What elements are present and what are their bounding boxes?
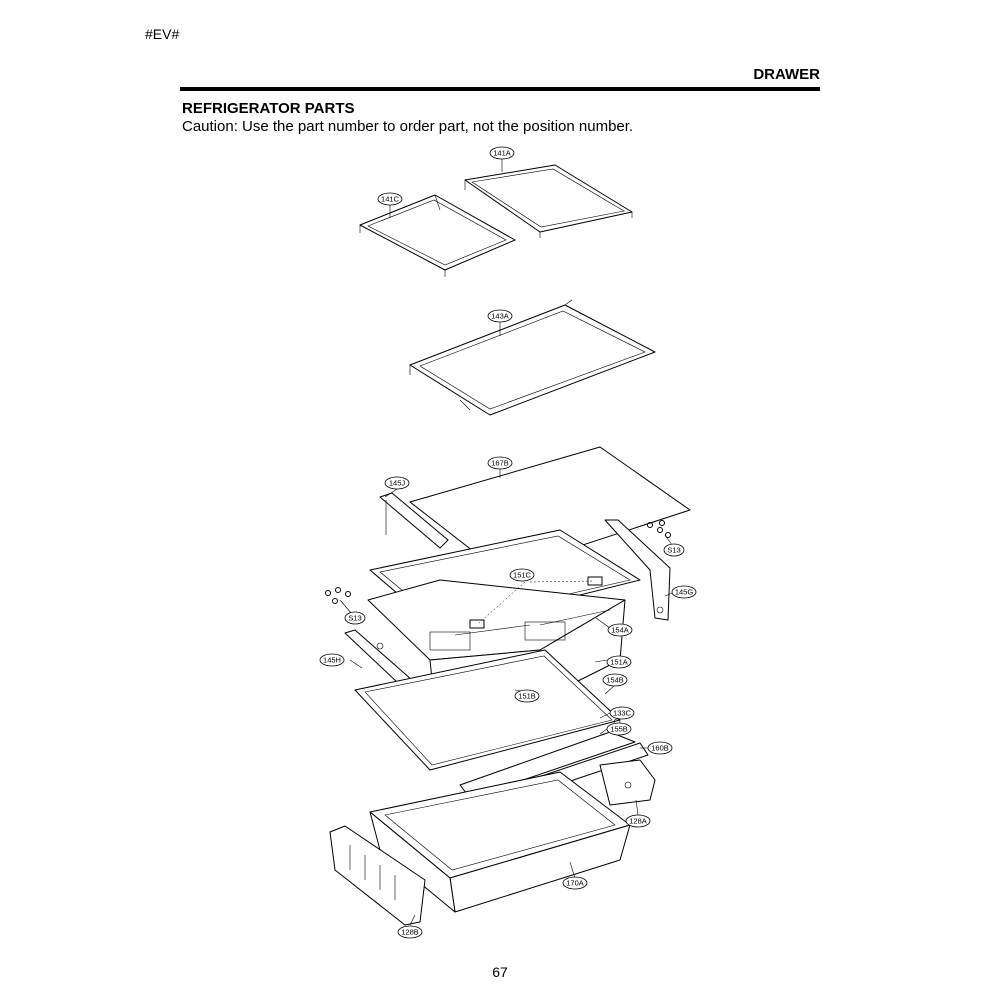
header-rule <box>180 87 820 91</box>
page-number: 67 <box>492 964 508 980</box>
rail-128a <box>599 759 656 806</box>
svg-text:145J: 145J <box>389 479 406 488</box>
svg-text:133C: 133C <box>613 709 632 718</box>
callout-167b: 167B <box>487 456 513 470</box>
callout-128b: 128B <box>397 925 423 939</box>
side-rail-145j <box>379 492 449 549</box>
svg-text:S13: S13 <box>348 614 361 623</box>
screws-s13-right <box>647 520 671 538</box>
svg-text:151B: 151B <box>518 692 536 701</box>
svg-text:143A: 143A <box>491 312 509 321</box>
callout-145j: 145J <box>384 476 410 490</box>
callout-128a: 128A <box>625 814 651 828</box>
side-rail-145g <box>604 519 671 621</box>
svg-text:170A: 170A <box>566 879 584 888</box>
callout-154a: 154A <box>607 623 633 637</box>
shelf-141c <box>359 194 516 277</box>
svg-text:141A: 141A <box>493 149 511 158</box>
leader-lines <box>339 159 676 926</box>
rail-128b <box>329 825 426 926</box>
callout-141a: 141A <box>489 146 515 160</box>
svg-text:S13: S13 <box>667 546 680 555</box>
crisper-control-151c <box>469 576 603 629</box>
svg-text:154A: 154A <box>611 626 629 635</box>
svg-text:141C: 141C <box>381 195 400 204</box>
page-heading: REFRIGERATOR PARTS <box>182 100 355 117</box>
callout-s13-left: S13 <box>344 611 366 625</box>
callout-155b: 155B <box>606 722 632 736</box>
callout-170a: 170A <box>562 876 588 890</box>
screws-s13-left <box>325 587 351 604</box>
callout-133c: 133C <box>609 706 635 720</box>
callout-151b: 151B <box>514 689 540 703</box>
callout-154b: 154B <box>602 673 628 687</box>
shelf-141a <box>464 164 633 238</box>
callout-145g: 145G <box>671 585 697 599</box>
callout-145h: 145H <box>319 653 345 667</box>
callout-141c: 141C <box>377 192 403 206</box>
svg-text:145G: 145G <box>675 588 694 597</box>
svg-text:151C: 151C <box>513 571 532 580</box>
section-title: DRAWER <box>753 66 820 83</box>
callout-s13-right: S13 <box>663 543 685 557</box>
svg-text:167B: 167B <box>491 459 509 468</box>
callout-151c: 151C <box>509 568 535 582</box>
svg-text:145H: 145H <box>323 656 341 665</box>
svg-text:155B: 155B <box>610 725 628 734</box>
svg-text:160B: 160B <box>651 744 669 753</box>
shelf-154b <box>354 649 621 771</box>
callout-143a: 143A <box>487 309 513 323</box>
svg-text:128B: 128B <box>401 928 419 937</box>
svg-text:151A: 151A <box>610 658 628 667</box>
shelf-143a <box>409 299 656 416</box>
document-code: #EV# <box>145 26 180 42</box>
svg-text:154B: 154B <box>606 676 624 685</box>
callout-160b: 160B <box>647 741 673 755</box>
caution-note: Caution: Use the part number to order pa… <box>182 118 634 135</box>
pantry-drawer-170a <box>369 771 631 913</box>
svg-text:128A: 128A <box>629 817 647 826</box>
callout-151a: 151A <box>606 655 632 669</box>
